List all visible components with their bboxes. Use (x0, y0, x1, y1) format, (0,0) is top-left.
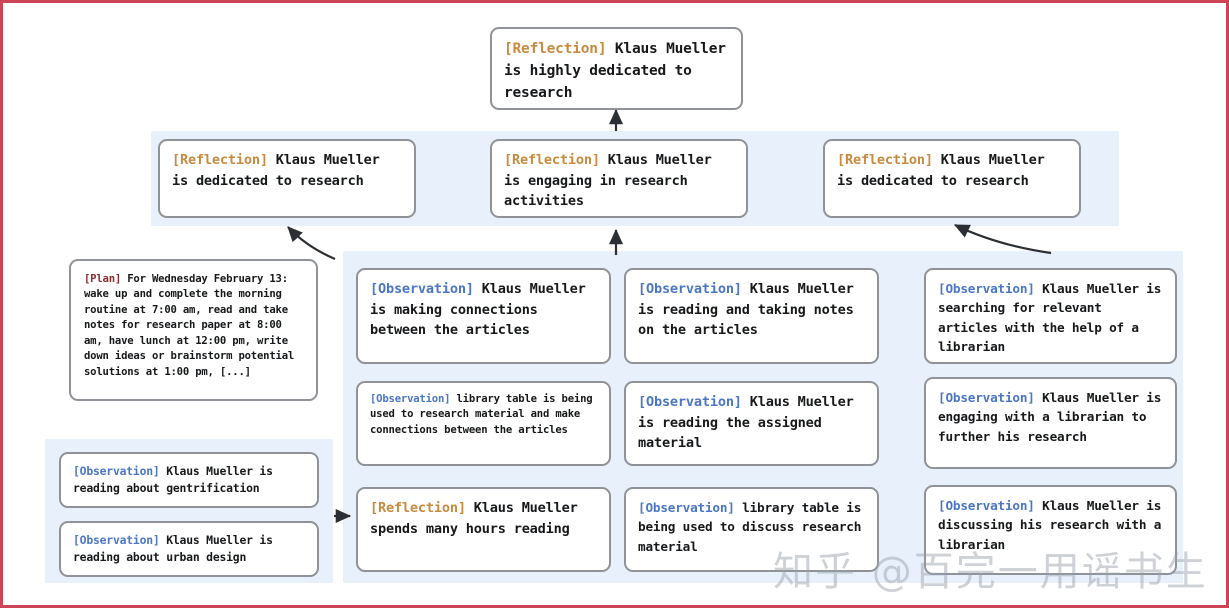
node-col1-reflection-hours-reading[interactable]: [Reflection] Klaus Mueller spends many h… (356, 487, 611, 572)
node-mid-left-reflection[interactable]: [Reflection] Klaus Mueller is dedicated … (158, 139, 416, 218)
node-tag-reflection: [Reflection] (504, 41, 607, 57)
node-text: Klaus Mueller is engaging with a librari… (938, 390, 1169, 444)
node-text: Klaus Mueller is searching for relevant … (938, 281, 1169, 354)
node-col3-observation-searching-articles[interactable]: [Observation] Klaus Mueller is searching… (924, 268, 1177, 364)
node-tag-reflection: [Reflection] (504, 152, 600, 168)
node-tag-plan: [Plan] (84, 273, 122, 285)
node-bottom-observation-urban-design[interactable]: [Observation] Klaus Mueller is reading a… (59, 521, 319, 577)
node-tag-observation: [Observation] (638, 281, 742, 297)
node-text: Klaus Mueller is making connections betw… (370, 281, 594, 339)
node-col2-observation-taking-notes[interactable]: [Observation] Klaus Mueller is reading a… (624, 268, 879, 364)
node-text: Klaus Mueller is reading the assigned ma… (638, 394, 862, 452)
node-col1-observation-library-table[interactable]: [Observation] library table is being use… (356, 381, 611, 466)
node-mid-center-reflection[interactable]: [Reflection] Klaus Mueller is engaging i… (490, 139, 748, 218)
node-tag-reflection: [Reflection] (837, 152, 933, 168)
node-col3-observation-discussing-research[interactable]: [Observation] Klaus Mueller is discussin… (924, 485, 1177, 575)
node-text: Klaus Mueller is reading about urban des… (73, 533, 280, 564)
node-text: library table is being used to research … (370, 393, 599, 436)
node-tag-reflection: [Reflection] (172, 152, 268, 168)
node-col1-observation-connections[interactable]: [Observation] Klaus Mueller is making co… (356, 268, 611, 364)
watermark: 知乎 @百完一用谣书生 (773, 549, 1208, 595)
node-tag-observation: [Observation] (370, 281, 474, 297)
node-tag-reflection: [Reflection] (370, 500, 466, 516)
node-text: Klaus Mueller is dedicated to research (172, 152, 388, 189)
node-text: library table is being used to discuss r… (638, 500, 869, 554)
node-text: Klaus Mueller is reading and taking note… (638, 281, 862, 339)
node-text: Klaus Mueller is dedicated to research (837, 152, 1053, 189)
node-col2-observation-assigned-material[interactable]: [Observation] Klaus Mueller is reading t… (624, 381, 879, 466)
node-text: Klaus Mueller is highly dedicated to res… (504, 41, 735, 102)
node-col3-observation-engaging-librarian[interactable]: [Observation] Klaus Mueller is engaging … (924, 377, 1177, 469)
node-plan[interactable]: [Plan] For Wednesday February 13: wake u… (69, 259, 318, 401)
node-tag-observation: [Observation] (638, 394, 742, 410)
node-tag-observation: [Observation] (638, 500, 735, 515)
node-tag-observation: [Observation] (73, 533, 160, 547)
node-root-reflection[interactable]: [Reflection] Klaus Mueller is highly ded… (490, 27, 743, 110)
node-tag-observation: [Observation] (938, 498, 1035, 513)
node-col2-observation-discuss-material[interactable]: [Observation] library table is being use… (624, 487, 879, 572)
node-tag-observation: [Observation] (938, 390, 1035, 405)
node-tag-observation: [Observation] (73, 464, 160, 478)
node-text: Klaus Mueller spends many hours reading (370, 500, 586, 537)
node-text: Klaus Mueller is discussing his research… (938, 498, 1169, 552)
node-tag-observation: [Observation] (938, 281, 1035, 296)
node-text: For Wednesday February 13: wake up and c… (84, 273, 301, 378)
node-tag-observation: [Observation] (370, 393, 451, 405)
node-text: Klaus Mueller is engaging in research ac… (504, 152, 720, 210)
node-text: Klaus Mueller is reading about gentrific… (73, 464, 280, 495)
node-mid-right-reflection[interactable]: [Reflection] Klaus Mueller is dedicated … (823, 139, 1081, 218)
node-bottom-observation-gentrification[interactable]: [Observation] Klaus Mueller is reading a… (59, 452, 319, 508)
